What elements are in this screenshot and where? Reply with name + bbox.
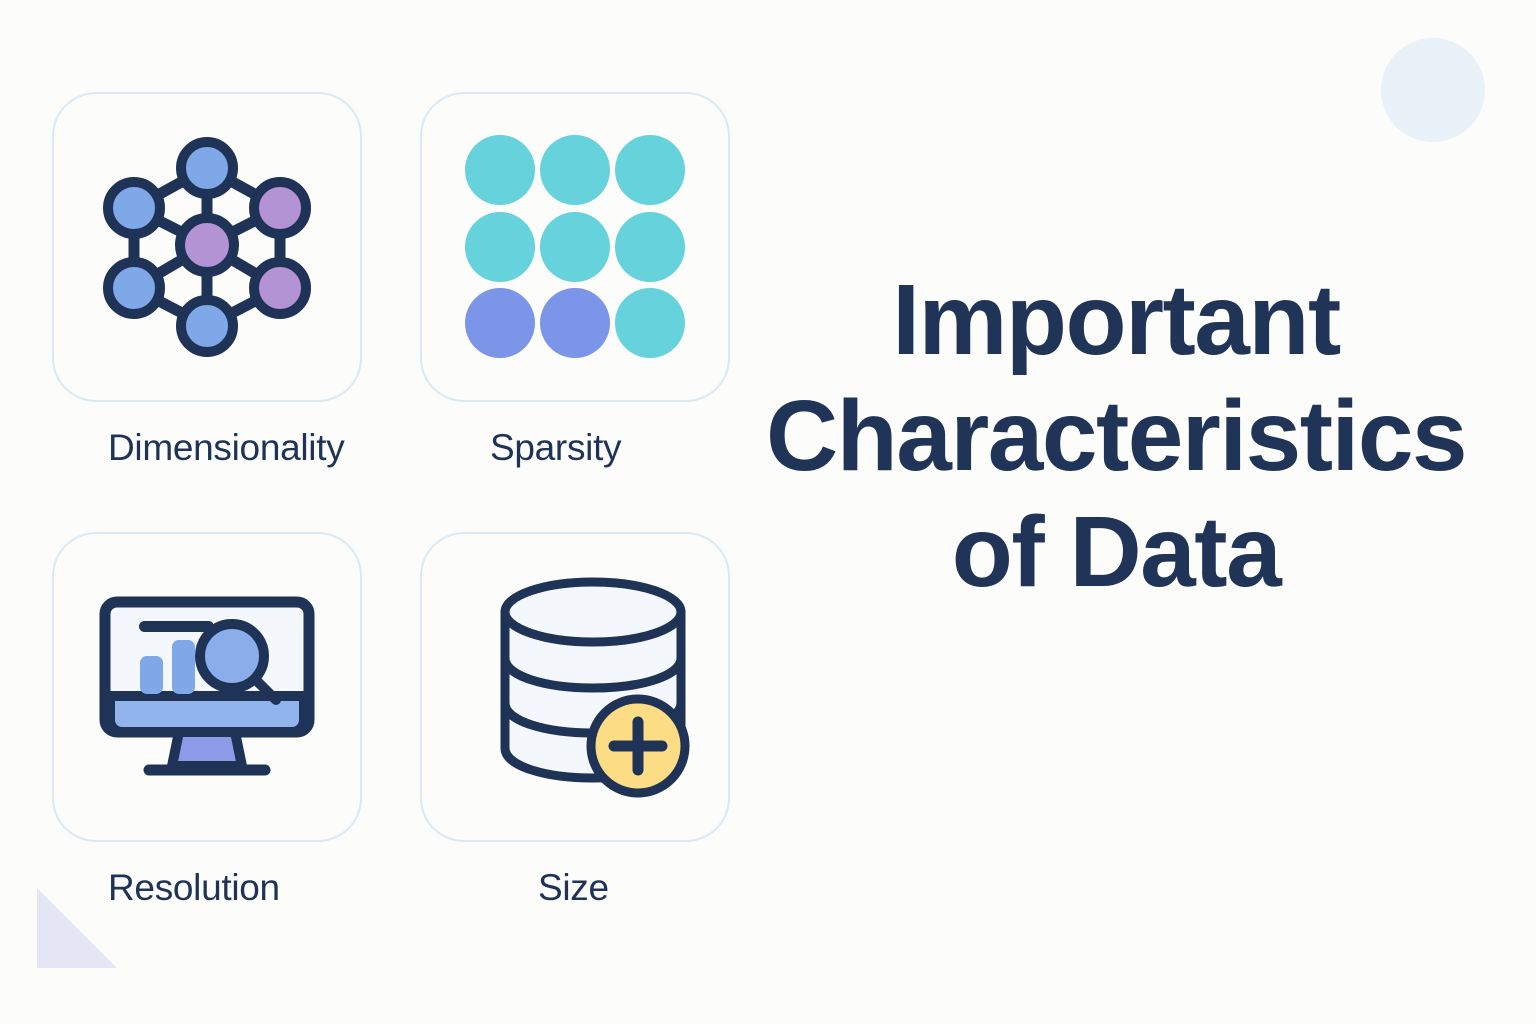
feature-label-size: Size xyxy=(538,867,609,908)
characteristics-grid: Dimensionality xyxy=(52,92,742,972)
feature-label-resolution: Resolution xyxy=(108,867,280,908)
decorative-circle xyxy=(1381,38,1485,142)
title-line-1: Important xyxy=(892,264,1341,376)
title-line-3: of Data xyxy=(951,496,1282,608)
feature-label-sparsity: Sparsity xyxy=(490,427,622,468)
feature-sparsity[interactable]: Sparsity xyxy=(420,92,730,532)
feature-label-dimensionality: Dimensionality xyxy=(108,427,345,468)
feature-size[interactable]: Size xyxy=(420,532,730,972)
dimensionality-icon-card[interactable] xyxy=(52,92,362,402)
sparsity-icon-card[interactable] xyxy=(420,92,730,402)
size-icon-card[interactable] xyxy=(420,532,730,842)
feature-resolution[interactable]: Resolution xyxy=(52,532,362,972)
dot-matrix-icon xyxy=(465,134,685,360)
feature-dimensionality[interactable]: Dimensionality xyxy=(52,92,362,532)
monitor-chart-magnifier-icon xyxy=(92,570,322,805)
title-line-2: Characteristics xyxy=(765,380,1468,492)
database-plus-icon xyxy=(460,570,690,805)
resolution-icon-card[interactable] xyxy=(52,532,362,842)
page-title: Important Characteristics of Data xyxy=(736,262,1496,610)
network-graph-icon xyxy=(92,130,322,365)
